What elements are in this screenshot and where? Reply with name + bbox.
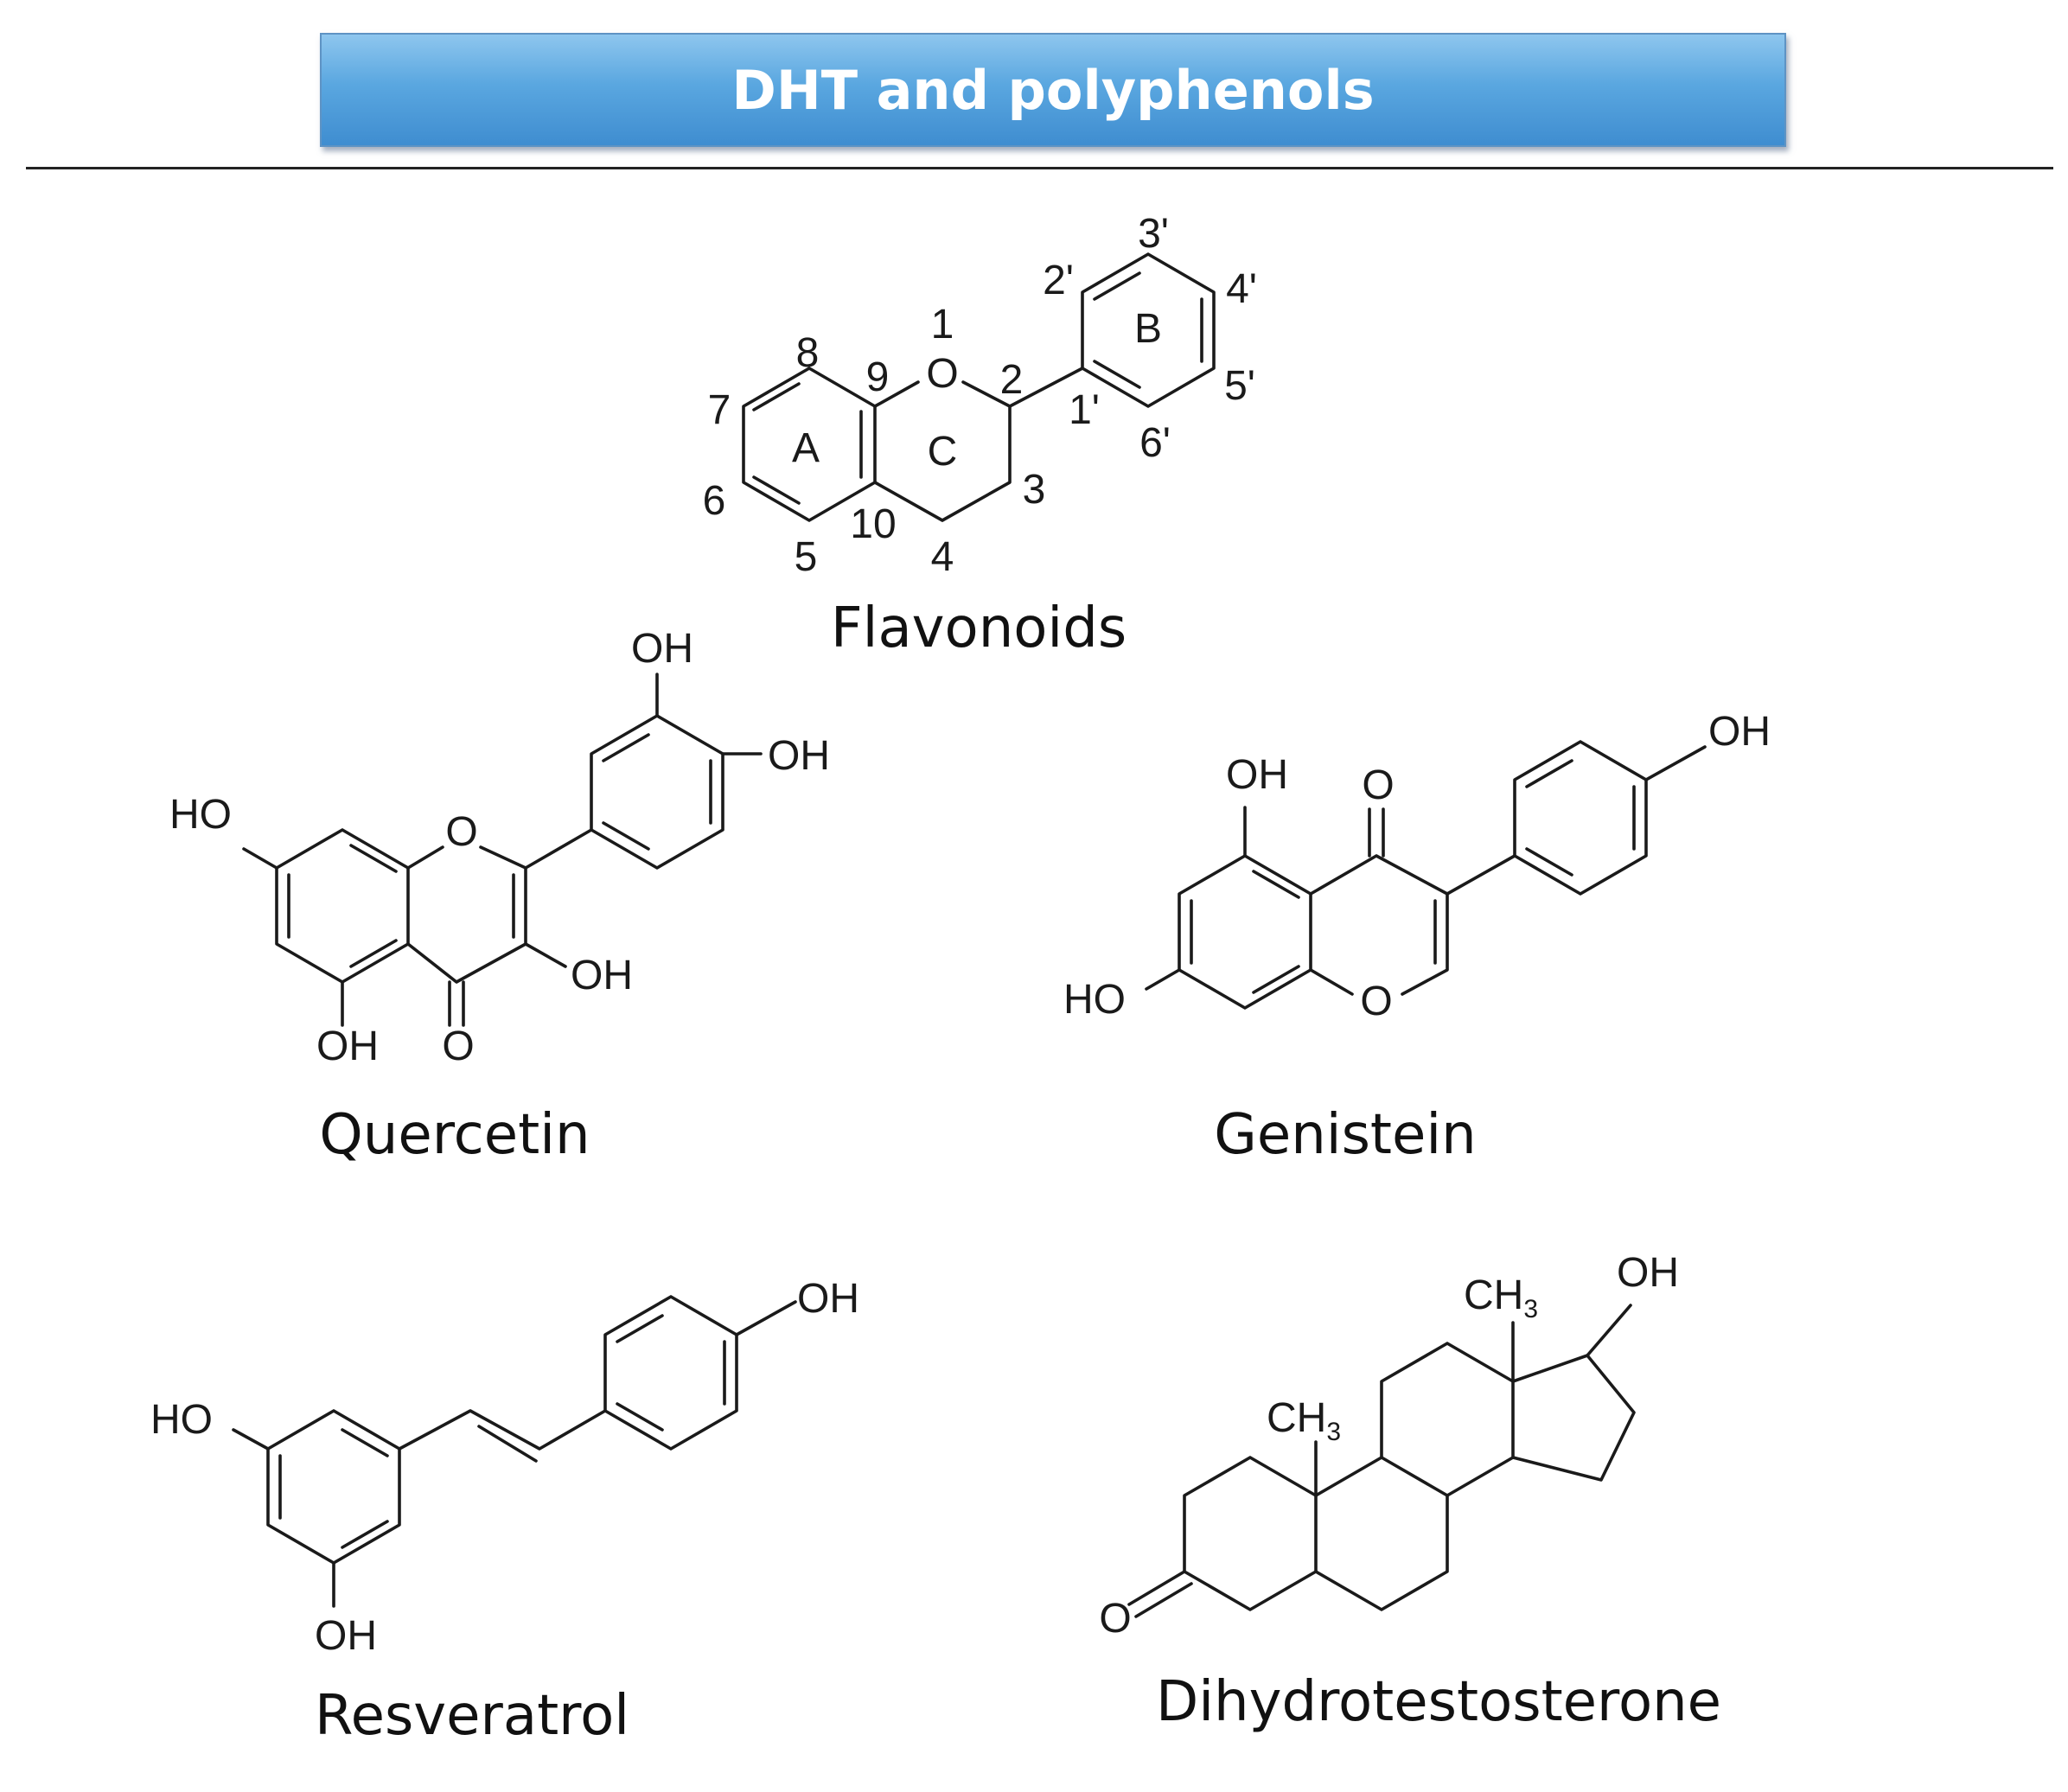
flavonoid-num-6p: 6' [1139,420,1171,466]
flavonoid-num-4p: 4' [1226,266,1257,312]
genistein-ring-b [1513,740,1648,896]
quercetin-structure: O HO OH O OH OH OH Quercetin [169,626,830,1167]
flavonoid-structure: O 1 2 3 4 5 6 7 8 9 10 A C B 1' 2' 3' 4'… [703,211,1257,660]
flavonoid-num-6: 6 [703,478,726,524]
genistein-ring-b-inner [1525,759,1636,877]
flavonoid-num-7: 7 [708,387,731,433]
flavonoid-num-10: 10 [850,501,896,547]
flavonoid-num-8: 8 [796,330,820,376]
resveratrol-ring-b-inner [616,1314,726,1432]
dht-ch3-13-ch: CH [1464,1272,1523,1318]
resveratrol-oh-bottom: OH [315,1613,377,1659]
flavonoid-num-1: 1 [931,302,954,348]
dht-structure: O CH3 CH3 OH Dihydrotestosterone [1099,1250,1721,1734]
flavonoid-num-5p: 5' [1224,363,1255,409]
genistein-ring-a [1178,854,1312,1010]
flavonoid-ring-b-inner [1093,271,1203,389]
dht-ch3-10-sub: 3 [1326,1418,1341,1446]
dht-ch3-10: CH3 [1267,1395,1341,1446]
flavonoid-ring-c-label: C [928,429,958,475]
dht-ring-b [1314,1456,1449,1611]
quercetin-c7-ho-bond [242,847,278,870]
dht-oh-17: OH [1617,1250,1679,1296]
dht-ch3-10-ch: CH [1267,1395,1326,1441]
dht-carbonyl [1127,1570,1193,1618]
flavonoid-num-5: 5 [795,534,818,580]
quercetin-ho-7: HO [169,792,232,838]
dht-ch3-13: CH3 [1464,1272,1538,1323]
resveratrol-structure: HO OH OH Resveratrol [150,1276,859,1748]
dht-ring-a [1183,1456,1318,1611]
quercetin-name: Quercetin [319,1103,590,1167]
resveratrol-ring-b [603,1295,738,1451]
flavonoid-num-4: 4 [931,534,954,580]
dht-ch3-13-sub: 3 [1523,1295,1538,1323]
resveratrol-oh-4p: OH [797,1276,859,1322]
quercetin-ring-a [275,828,410,984]
quercetin-ring-b [590,714,724,870]
genistein-oh-4p: OH [1708,709,1771,755]
genistein-carbonyl-o: O [1362,762,1394,808]
quercetin-oh-4p: OH [768,733,830,779]
dht-ring-d [1511,1354,1636,1482]
flavonoid-num-2p: 2' [1043,258,1074,303]
quercetin-carbonyl [448,980,465,1027]
flavonoid-link [1008,367,1084,408]
flavonoid-num-1p: 1' [1069,387,1100,433]
quercetin-c3-oh-bond [524,942,567,968]
flavonoid-ring-c [873,380,1012,522]
genistein-ring-c [1309,854,1449,996]
genistein-ring-a-inner [1190,870,1300,994]
dht-carbonyl-o: O [1099,1596,1131,1642]
dht-name: Dihydrotestosterone [1156,1670,1721,1734]
genistein-c7-ho-bond [1145,968,1181,991]
genistein-name: Genistein [1214,1103,1476,1167]
genistein-carbonyl [1368,807,1385,858]
quercetin-oh-3: OH [571,953,633,998]
quercetin-oh-3p: OH [631,626,693,672]
quercetin-ring-c [406,845,527,984]
genistein-4p-oh-bond [1644,745,1707,781]
genistein-ring-oxygen: O [1360,979,1392,1024]
quercetin-link [524,828,593,870]
dht-ring-c [1380,1342,1515,1497]
quercetin-ring-a-inner [287,844,398,968]
resveratrol-vinyl [398,1409,607,1451]
flavonoid-num-2: 2 [1000,357,1024,403]
genistein-ho-7: HO [1063,977,1126,1023]
resveratrol-ring-a [266,1409,401,1565]
title-banner: DHT and polyphenols [320,33,1786,147]
flavonoids-name: Flavonoids [831,596,1127,660]
genistein-structure: O O OH HO OH Genistein [1063,709,1771,1167]
flavonoid-ring-b [1081,252,1216,408]
flavonoid-o1: O [926,351,958,397]
flavonoid-num-9: 9 [866,354,890,400]
quercetin-carbonyl-o: O [442,1024,474,1069]
genistein-link [1446,854,1516,896]
flavonoid-ring-a-label: A [792,425,820,471]
flavonoid-num-3p: 3' [1138,211,1169,257]
dht-oh-17-bond [1586,1304,1632,1357]
quercetin-ring-oxygen: O [445,809,477,855]
diagram-title: DHT and polyphenols [731,58,1375,122]
resveratrol-vinyl-double [477,1425,538,1463]
title-divider [26,167,2053,169]
resveratrol-name: Resveratrol [315,1684,629,1748]
flavonoid-num-3: 3 [1023,467,1046,513]
resveratrol-4p-oh-bond [735,1300,797,1336]
quercetin-ring-b-inner [602,733,712,851]
genistein-oh-5: OH [1226,752,1288,798]
flavonoid-ring-b-label: B [1134,306,1162,352]
quercetin-oh-5: OH [316,1024,379,1069]
resveratrol-ho: HO [150,1397,213,1443]
resveratrol-ho-bond [232,1428,270,1451]
flavonoid-ring-a-inner [752,382,863,505]
resveratrol-ring-a-inner [278,1428,389,1549]
